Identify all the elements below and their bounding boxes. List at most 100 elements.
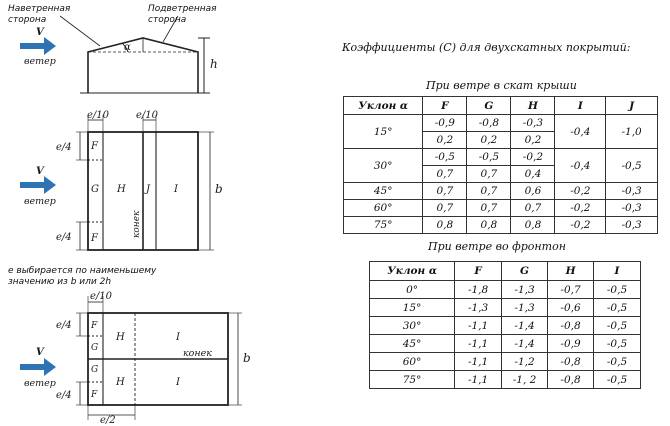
coef-cell-I: -0,2 bbox=[554, 182, 607, 200]
header-F: F bbox=[422, 96, 468, 115]
gable-header-G: G bbox=[501, 261, 549, 281]
coef-cell-H: 0,4 bbox=[510, 165, 556, 183]
coef-cell-J: -0,3 bbox=[605, 199, 658, 217]
wind-word-middle: ветер bbox=[24, 196, 56, 207]
coef-cell-I: -0,2 bbox=[554, 216, 607, 234]
coef-cell-J: -1,0 bbox=[605, 114, 658, 149]
gable-table-subtitle: При ветре во фронтон bbox=[428, 240, 566, 253]
roof-slope-table: Уклон α F G H I J 15°-0,9-0,8-0,3-0,4-1,… bbox=[342, 96, 658, 234]
slope-cell: 15° bbox=[368, 298, 456, 317]
coefficients-title: Коэффициенты (С) для двухскатных покрыти… bbox=[342, 41, 631, 54]
coef-cell: -1,3 bbox=[501, 298, 549, 317]
gable-zone-G-top: G bbox=[91, 343, 98, 353]
coef-cell-G: 0,8 bbox=[466, 216, 512, 234]
table-row: 60°-1,1-1,2-0,8-0,5 bbox=[368, 352, 641, 371]
zone-H: H bbox=[116, 184, 126, 195]
coef-cell-F: -0,9 bbox=[422, 114, 468, 132]
coef-cell-G: 0,2 bbox=[466, 131, 512, 149]
coef-cell: -1,4 bbox=[501, 316, 549, 335]
ridge-label-vertical: конек bbox=[132, 210, 142, 238]
coef-cell-J: -0,3 bbox=[605, 216, 658, 234]
plan-gable-e2-label: e/2 bbox=[100, 415, 116, 426]
coef-cell-H: 0,7 bbox=[510, 199, 556, 217]
gable-zone-I-bottom: I bbox=[175, 377, 181, 388]
slope-cell: 45° bbox=[368, 334, 456, 353]
coef-cell: -0,8 bbox=[547, 316, 595, 335]
gable-zone-G-bottom: G bbox=[91, 365, 98, 375]
coef-cell: -1,8 bbox=[454, 280, 503, 299]
coef-cell-F: 0,7 bbox=[422, 165, 468, 183]
wind-v-top: V bbox=[36, 27, 45, 38]
header-J: J bbox=[605, 96, 658, 115]
wind-arrow-middle: V ветер bbox=[20, 166, 56, 207]
plan-slope-e4-bottom-label: e/4 bbox=[56, 232, 72, 243]
table-row: 30°-0,5-0,5-0,2-0,4-0,5 bbox=[342, 148, 658, 183]
plan-gable-e10-label: e/10 bbox=[90, 291, 113, 302]
alpha-label: α bbox=[124, 42, 131, 53]
coef-cell: -0,5 bbox=[593, 370, 641, 389]
coef-cell: -0,6 bbox=[547, 298, 595, 317]
header-slope: Уклон α bbox=[342, 96, 424, 115]
coef-cell: -0,8 bbox=[547, 370, 595, 389]
slope-cell: 75° bbox=[368, 370, 456, 389]
slope-cell: 75° bbox=[342, 216, 424, 234]
plan-slope bbox=[76, 115, 214, 251]
plan-gable bbox=[76, 296, 242, 420]
coef-cell: -0,9 bbox=[547, 334, 595, 353]
coef-cell-F: 0,2 bbox=[422, 131, 468, 149]
table-row: 0°-1,8-1,3-0,7-0,5 bbox=[368, 280, 641, 299]
slope-cell: 15° bbox=[342, 114, 424, 149]
coef-cell: -0,7 bbox=[547, 280, 595, 299]
roof-table-subtitle: При ветре в скат крыши bbox=[426, 79, 577, 92]
coef-cell: -0,5 bbox=[593, 334, 641, 353]
coef-cell-G: -0,5 bbox=[466, 148, 512, 166]
coef-cell-F: 0,7 bbox=[422, 182, 468, 200]
header-G: G bbox=[466, 96, 512, 115]
wind-arrow-top: V ветер bbox=[20, 27, 56, 67]
coef-cell-H: -0,2 bbox=[510, 148, 556, 166]
zone-J: J bbox=[144, 184, 151, 195]
gable-zone-H-bottom: H bbox=[115, 377, 125, 388]
coef-cell-J: -0,5 bbox=[605, 148, 658, 183]
coef-cell-F: 0,7 bbox=[422, 199, 468, 217]
plan-slope-ridge-e10-label: e/10 bbox=[136, 110, 159, 121]
coef-cell: -1,1 bbox=[454, 316, 503, 335]
wind-v-middle: V bbox=[36, 166, 45, 177]
gable-header-H: H bbox=[547, 261, 595, 281]
coef-cell: -1,3 bbox=[501, 280, 549, 299]
coef-cell-H: 0,2 bbox=[510, 131, 556, 149]
plan-slope-b-label: b bbox=[215, 182, 223, 196]
coef-cell: -1,1 bbox=[454, 334, 503, 353]
table-row: 45°-1,1-1,4-0,9-0,5 bbox=[368, 334, 641, 353]
slope-cell: 30° bbox=[368, 316, 456, 335]
coef-cell-I: -0,4 bbox=[554, 114, 607, 149]
slope-cell: 30° bbox=[342, 148, 424, 183]
coef-cell-G: 0,7 bbox=[466, 165, 512, 183]
wind-word-bottom: ветер bbox=[24, 378, 56, 389]
building-section bbox=[59, 15, 210, 94]
coef-cell: -1, 2 bbox=[501, 370, 549, 389]
gable-header-slope: Уклон α bbox=[368, 261, 456, 281]
ridge-label-horizontal: конек bbox=[183, 348, 212, 359]
coef-cell-I: -0,4 bbox=[554, 148, 607, 183]
e-selection-note: e выбирается по наименьшему значению из … bbox=[8, 266, 157, 287]
zone-F-bottom: F bbox=[90, 233, 99, 244]
coef-cell-J: -0,3 bbox=[605, 182, 658, 200]
coef-cell-F: 0,8 bbox=[422, 216, 468, 234]
table-row: 30°-1,1-1,4-0,8-0,5 bbox=[368, 316, 641, 335]
coef-cell-G: -0,8 bbox=[466, 114, 512, 132]
table-row: 75°-1,1-1, 2-0,8-0,5 bbox=[368, 370, 641, 389]
coef-cell-H: 0,6 bbox=[510, 182, 556, 200]
zone-G: G bbox=[91, 184, 99, 195]
slope-cell: 45° bbox=[342, 182, 424, 200]
coef-cell: -1,2 bbox=[501, 352, 549, 371]
plan-slope-e4-top-label: e/4 bbox=[56, 142, 72, 153]
plan-gable-e4-bottom-label: e/4 bbox=[56, 390, 72, 401]
plan-gable-e4-top-label: e/4 bbox=[56, 320, 72, 331]
zone-I: I bbox=[173, 184, 179, 195]
coef-cell: -0,5 bbox=[593, 316, 641, 335]
